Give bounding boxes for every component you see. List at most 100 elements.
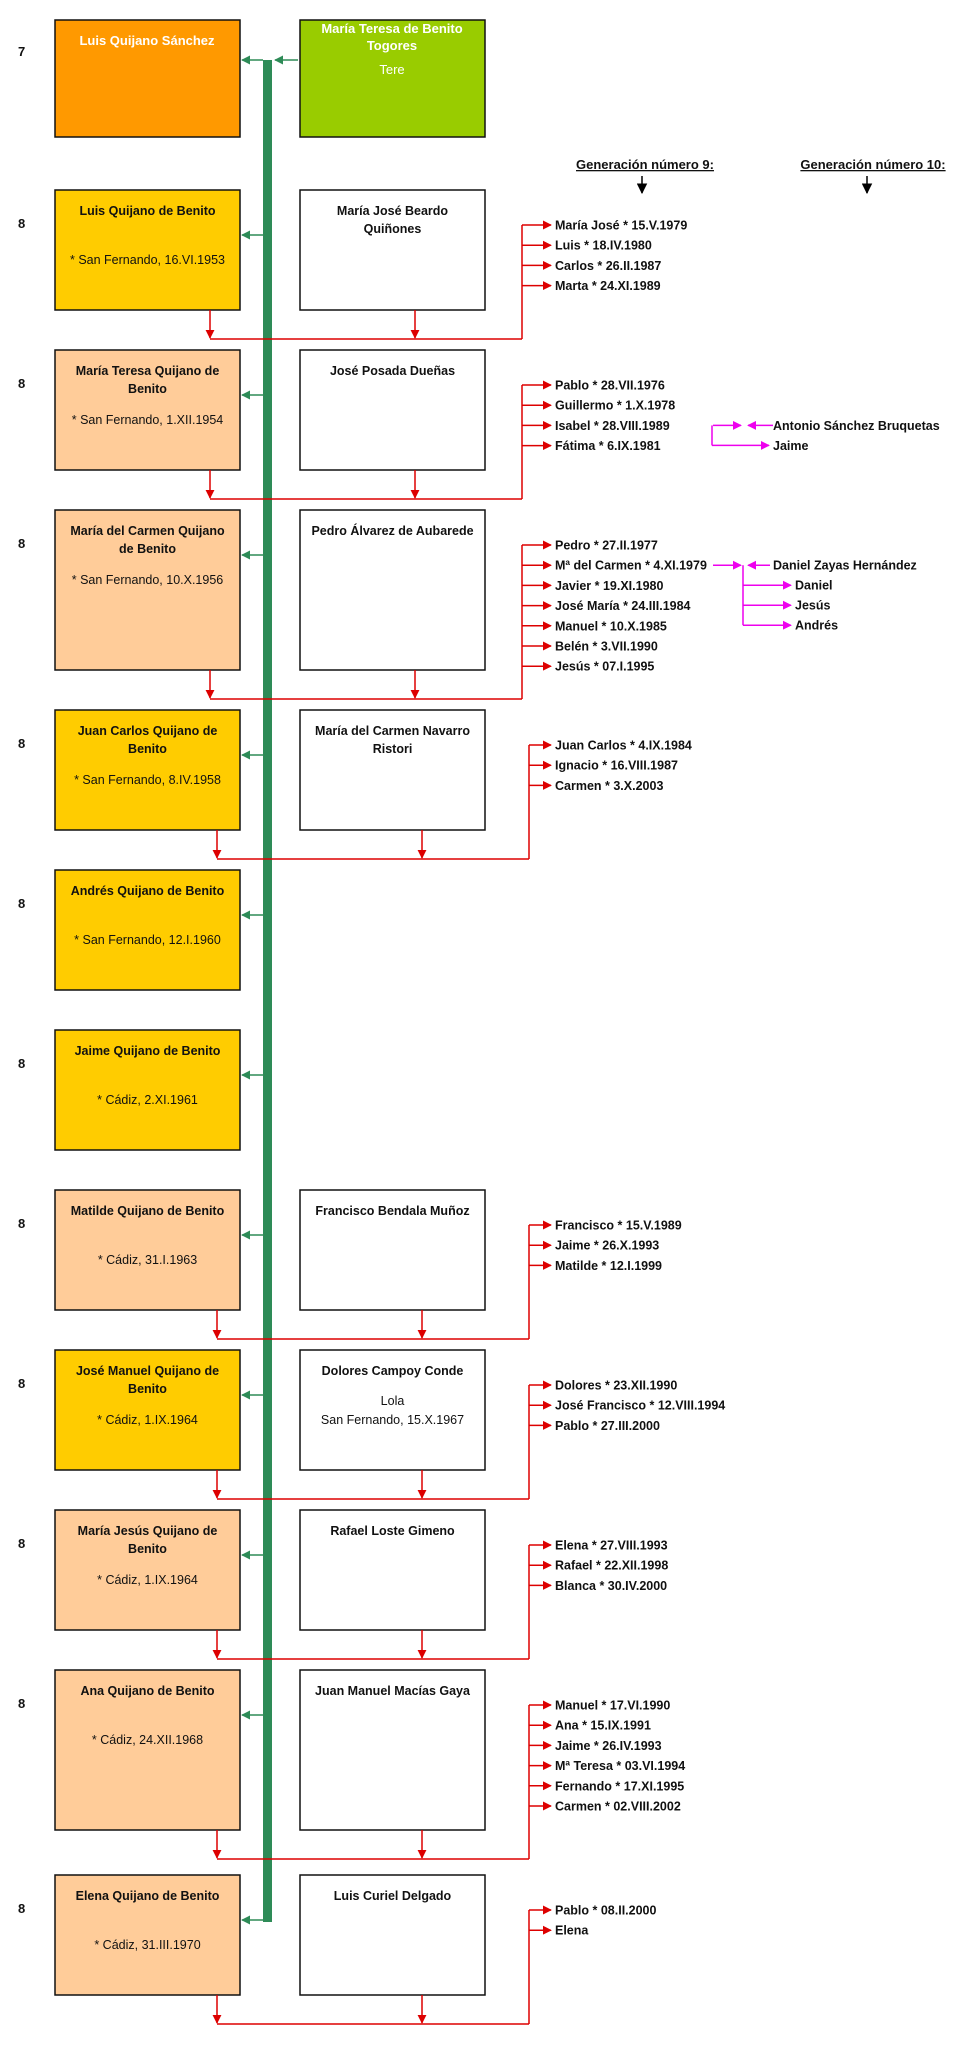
grandchild-entry: Dolores * 23.XII.1990 <box>555 1379 677 1393</box>
grandchild-entry: Blanca * 30.IV.2000 <box>555 1579 667 1593</box>
child-birth: * San Fernando, 10.X.1956 <box>72 573 224 587</box>
founder-husband-box <box>54 19 241 138</box>
spouse-name-line: Rafael Loste Gimeno <box>330 1524 455 1538</box>
grandchild-entry: Rafael * 22.XII.1998 <box>555 1559 668 1573</box>
generation-number: 8 <box>18 1376 25 1391</box>
child-name-line: Elena Quijano de Benito <box>76 1889 220 1903</box>
grandchild-entry: Mª Teresa * 03.VI.1994 <box>555 1759 685 1773</box>
child-name-line: Benito <box>128 742 167 756</box>
grandchild-entry: Pedro * 27.II.1977 <box>555 539 658 553</box>
spouse-name-line: Juan Manuel Macías Gaya <box>315 1684 471 1698</box>
child-name-line: Ana Quijano de Benito <box>80 1684 214 1698</box>
grandchild-entry: Pablo * 27.III.2000 <box>555 1419 660 1433</box>
gen10-kid-name: Daniel <box>795 579 833 593</box>
founder-wife-box <box>299 19 486 138</box>
generation-number: 8 <box>18 1901 25 1916</box>
child-name-line: de Benito <box>119 542 176 556</box>
generation-number: 8 <box>18 736 25 751</box>
spouse-box <box>299 1349 486 1471</box>
child-name-line: Benito <box>128 1382 167 1396</box>
grandchild-entry: Manuel * 17.VI.1990 <box>555 1699 670 1713</box>
spouse-box <box>299 1509 486 1631</box>
generation-number: 8 <box>18 216 25 231</box>
generation-number: 8 <box>18 1536 25 1551</box>
grandchild-entry: Manuel * 10.X.1985 <box>555 619 667 633</box>
child-name-line: Luis Quijano de Benito <box>79 204 215 218</box>
family-child-box <box>54 509 241 671</box>
spouse-box <box>299 189 486 311</box>
gen10-spouse-name: Antonio Sánchez Bruquetas <box>773 419 940 433</box>
grandchild-entry: Francisco * 15.V.1989 <box>555 1219 682 1233</box>
grandchild-entry: Belén * 3.VII.1990 <box>555 640 658 654</box>
grandchild-entry: Carmen * 02.VIII.2002 <box>555 1800 681 1814</box>
grandchild-entry: Pablo * 28.VII.1976 <box>555 379 665 393</box>
child-birth: * San Fernando, 8.IV.1958 <box>74 773 221 787</box>
generation-number: 8 <box>18 896 25 911</box>
generation-number: 8 <box>18 376 25 391</box>
spouse-name-line: Pedro Álvarez de Aubarede <box>311 523 473 538</box>
spouse-name-line: Francisco Bendala Muñoz <box>315 1204 469 1218</box>
grandchild-entry: Jaime * 26.IV.1993 <box>555 1739 662 1753</box>
grandchild-entry: Guillermo * 1.X.1978 <box>555 399 675 413</box>
gen10-kid-name: Jaime <box>773 439 808 453</box>
spouse-birth: San Fernando, 15.X.1967 <box>321 1413 464 1427</box>
grandchild-entry: Fátima * 6.IX.1981 <box>555 439 661 453</box>
child-birth: * Cádiz, 31.III.1970 <box>94 1938 200 1952</box>
spouse-name-line: Quiñones <box>364 222 422 236</box>
grandchild-entry: Isabel * 28.VIII.1989 <box>555 419 670 433</box>
family-child-box <box>54 1029 241 1151</box>
child-name-line: Benito <box>128 382 167 396</box>
child-name-line: Matilde Quijano de Benito <box>71 1204 225 1218</box>
grandchild-entry: José Francisco * 12.VIII.1994 <box>555 1399 725 1413</box>
family-child-box <box>54 1874 241 1996</box>
spouse-box <box>299 709 486 831</box>
generation-number: 8 <box>18 536 25 551</box>
founder-husband-name: Luis Quijano Sánchez <box>79 33 215 48</box>
family-child-box <box>54 1349 241 1471</box>
family-child-box <box>54 1189 241 1311</box>
family-child-box <box>54 869 241 991</box>
child-birth: * Cádiz, 2.XI.1961 <box>97 1093 198 1107</box>
trunk-line <box>263 60 272 1922</box>
grandchild-entry: Ana * 15.IX.1991 <box>555 1719 651 1733</box>
gen10-spouse-name: Daniel Zayas Hernández <box>773 559 917 573</box>
generation-10-header: Generación número 10: <box>800 157 945 172</box>
spouse-nickname: Lola <box>381 1394 405 1408</box>
gen10-kid-name: Andrés <box>795 619 838 633</box>
family-child-box <box>54 709 241 831</box>
spouse-box <box>299 1189 486 1311</box>
grandchild-entry: Luis * 18.IV.1980 <box>555 239 652 253</box>
child-birth: * Cádiz, 31.I.1963 <box>98 1253 197 1267</box>
generation-number: 8 <box>18 1056 25 1071</box>
gen10-kid-name: Jesús <box>795 599 830 613</box>
grandchild-entry: Matilde * 12.I.1999 <box>555 1259 662 1273</box>
spouse-box <box>299 509 486 671</box>
generation-number: 8 <box>18 1696 25 1711</box>
child-birth: * San Fernando, 12.I.1960 <box>74 933 221 947</box>
grandchild-entry: Fernando * 17.XI.1995 <box>555 1779 684 1793</box>
grandchild-entry: Carlos * 26.II.1987 <box>555 259 661 273</box>
child-birth: * Cádiz, 24.XII.1968 <box>92 1733 203 1747</box>
founder-wife-name-line-1: María Teresa de Benito <box>321 21 462 36</box>
grandchild-entry: Pablo * 08.II.2000 <box>555 1904 656 1918</box>
founder-wife-name-line-2: Togores <box>367 38 417 53</box>
grandchild-entry: Elena * 27.VIII.1993 <box>555 1539 668 1553</box>
child-birth: * San Fernando, 16.VI.1953 <box>70 253 225 267</box>
spouse-name-line: Dolores Campoy Conde <box>322 1364 464 1378</box>
family-child-box <box>54 349 241 471</box>
grandchild-entry: Jesús * 07.I.1995 <box>555 660 654 674</box>
spouse-name-line: Luis Curiel Delgado <box>334 1889 452 1903</box>
spouse-name-line: María José Beardo <box>337 204 449 218</box>
grandchild-entry: Carmen * 3.X.2003 <box>555 779 663 793</box>
grandchild-entry: Elena <box>555 1924 589 1938</box>
child-birth: * San Fernando, 1.XII.1954 <box>72 413 224 427</box>
family-child-box <box>54 1669 241 1831</box>
grandchild-entry: Jaime * 26.X.1993 <box>555 1239 659 1253</box>
spouse-name-line: José Posada Dueñas <box>330 364 455 378</box>
spouse-box <box>299 1874 486 1996</box>
generation-number: 8 <box>18 1216 25 1231</box>
child-name-line: María Teresa Quijano de <box>76 364 220 378</box>
grandchild-entry: Mª del Carmen * 4.XI.1979 <box>555 559 707 573</box>
child-name-line: Jaime Quijano de Benito <box>75 1044 221 1058</box>
